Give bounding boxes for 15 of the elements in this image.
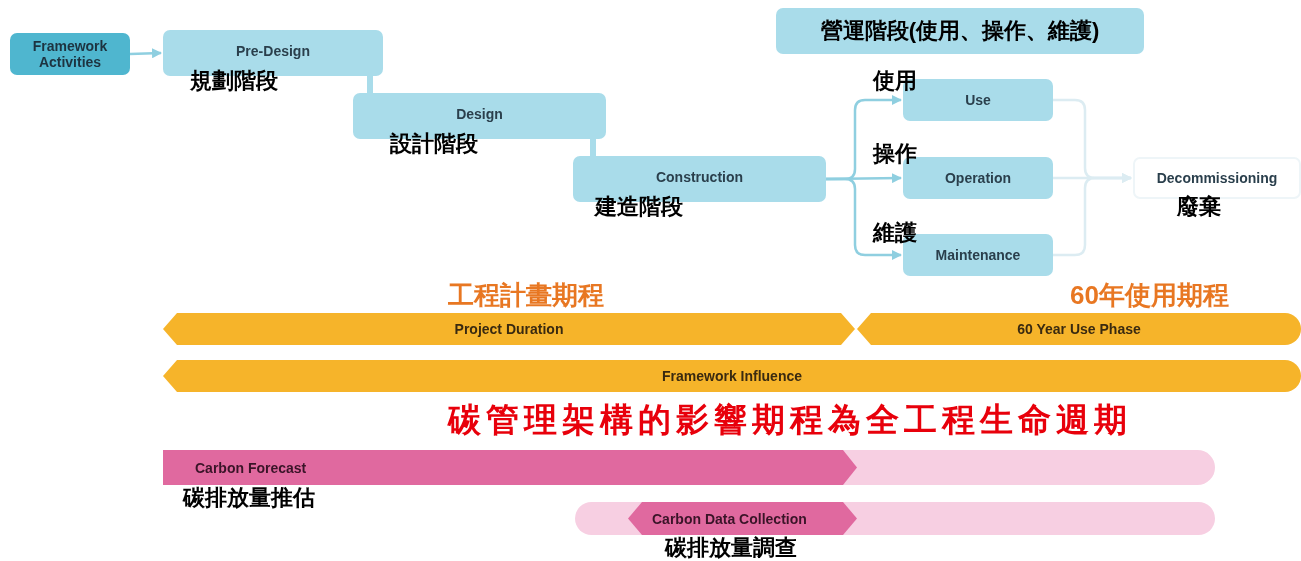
duration-band: Project Duration — [163, 313, 855, 345]
duration-band: Framework Influence — [163, 360, 1301, 392]
note-text: 碳管理架構的影響期程為全工程生命週期 — [448, 399, 1132, 441]
callout-tail — [590, 139, 596, 156]
phase-header-box: 營運階段(使用、操作、維護) — [776, 8, 1144, 54]
arrow — [826, 177, 902, 260]
callout-tail — [367, 76, 373, 93]
node-label: 碳排放量推估 — [183, 484, 315, 512]
node-label: 碳排放量調查 — [665, 534, 797, 561]
timeline-bar: Carbon Data Collection — [575, 502, 1215, 535]
arrow — [129, 48, 162, 59]
phase-caption: 60年使用期程 — [1070, 279, 1229, 312]
duration-band: 60 Year Use Phase — [857, 313, 1301, 345]
phase-caption: 工程計畫期程 — [448, 279, 604, 312]
activity-box: Framework Activities — [10, 33, 130, 75]
